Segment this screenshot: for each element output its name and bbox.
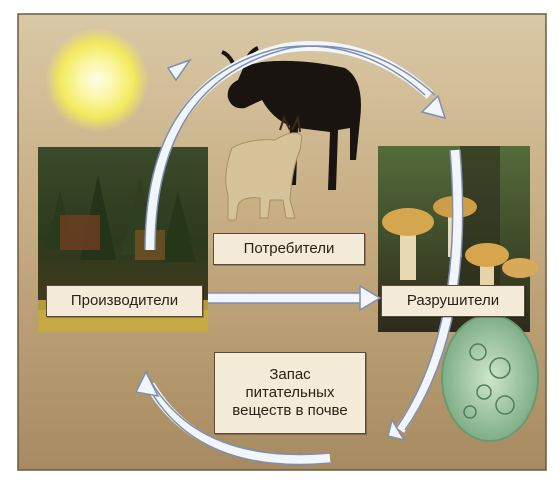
nutrients-label-line-3: веществ в почве xyxy=(232,402,347,420)
microorganisms-illustration xyxy=(442,315,538,441)
nutrients-label-line-1: Запас xyxy=(269,366,310,384)
sun-illustration xyxy=(45,28,149,132)
consumers-label: Потребители xyxy=(213,233,365,265)
producers-label: Производители xyxy=(46,285,203,317)
nutrients-label-line-2: питательных xyxy=(246,384,335,402)
nutrients-label: Запас питательных веществ в почве xyxy=(214,352,366,434)
decomposers-label: Разрушители xyxy=(381,285,525,317)
